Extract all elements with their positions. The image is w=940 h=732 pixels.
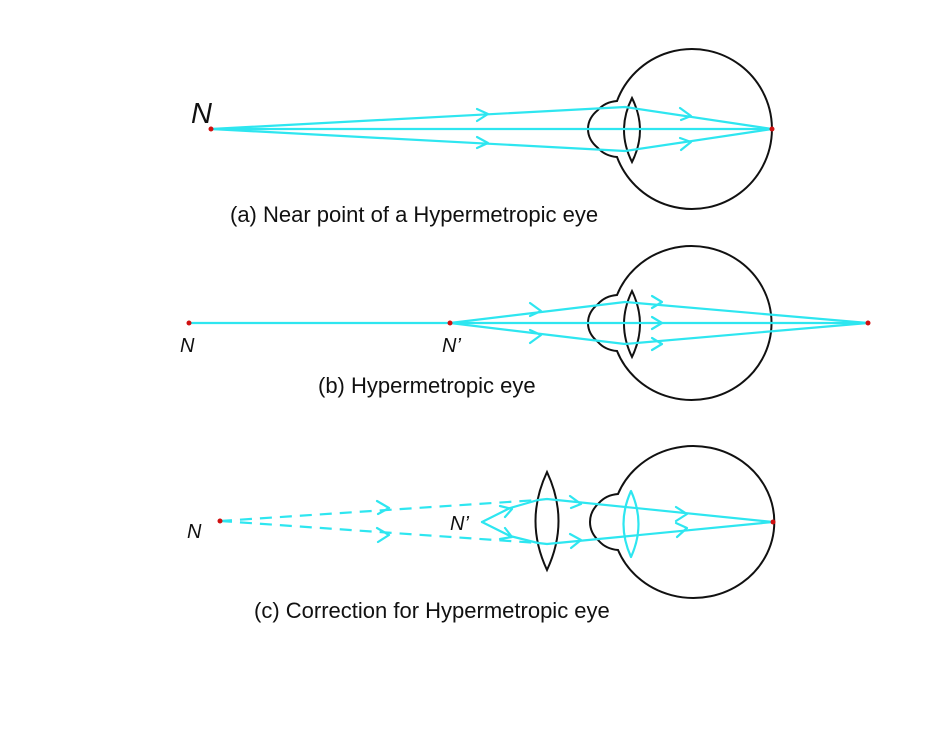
near-point-dot xyxy=(208,126,214,132)
eye-lens xyxy=(622,489,640,559)
eyeball xyxy=(588,445,776,599)
arrow-icon xyxy=(650,336,664,352)
panel-b: N N’ (b) Hypermetropic eye xyxy=(180,245,871,401)
arrow-icon xyxy=(650,294,664,310)
ray-lower xyxy=(209,127,774,153)
ray-dashed-lower xyxy=(219,519,539,545)
ray-upper-refracted xyxy=(536,497,775,524)
panel-c: N N’ (c) Correction for Hypermetropic ey… xyxy=(187,445,776,623)
arrow-icon xyxy=(528,328,543,345)
ray-upper xyxy=(209,105,774,131)
eyeball xyxy=(586,245,773,401)
caption-a: (a) Near point of a Hypermetropic eye xyxy=(230,202,598,227)
ray-lower-refracted xyxy=(536,520,775,546)
eye-lens xyxy=(623,288,641,360)
retina-focus-dot xyxy=(770,519,776,525)
ray-lower xyxy=(448,321,870,346)
shifted-near-point-label: N’ xyxy=(442,335,461,357)
ray-upper xyxy=(448,300,870,325)
arrow-icon xyxy=(650,315,664,331)
shifted-near-point-dot xyxy=(447,320,453,326)
near-point-label: N xyxy=(187,521,202,543)
near-point-label: N xyxy=(191,98,212,130)
near-point-dot xyxy=(186,320,192,326)
light-rays xyxy=(187,294,870,352)
caption-c: (c) Correction for Hypermetropic eye xyxy=(254,598,610,623)
near-point-label: N xyxy=(180,335,195,357)
arrow-icon xyxy=(375,499,391,516)
arrow-icon xyxy=(475,107,490,123)
light-rays xyxy=(209,105,774,153)
arrow-icon xyxy=(674,505,689,523)
panel-a: N (a) Near point of a Hypermetropic eye xyxy=(191,48,775,227)
arrow-icon xyxy=(568,532,583,550)
focus-behind-retina-dot xyxy=(865,320,871,326)
retina-focus-dot xyxy=(769,126,775,132)
caption-b: (b) Hypermetropic eye xyxy=(318,373,536,398)
arrow-icon xyxy=(498,526,514,541)
shifted-near-point-label: N’ xyxy=(450,513,469,535)
eyeball xyxy=(586,48,773,210)
arrow-icon xyxy=(498,504,514,519)
corrective-convex-lens xyxy=(534,469,560,573)
eye-lens xyxy=(623,95,641,165)
arrow-icon xyxy=(674,521,689,539)
arrow-icon xyxy=(678,136,693,152)
arrow-icon xyxy=(678,106,693,122)
arrow-icon xyxy=(375,526,391,544)
arrow-icon xyxy=(475,135,490,150)
near-point-dot xyxy=(217,518,223,524)
light-rays xyxy=(219,494,775,550)
ray-dashed-upper xyxy=(219,498,539,523)
arrow-icon xyxy=(528,301,543,318)
arrow-icon xyxy=(568,494,583,510)
